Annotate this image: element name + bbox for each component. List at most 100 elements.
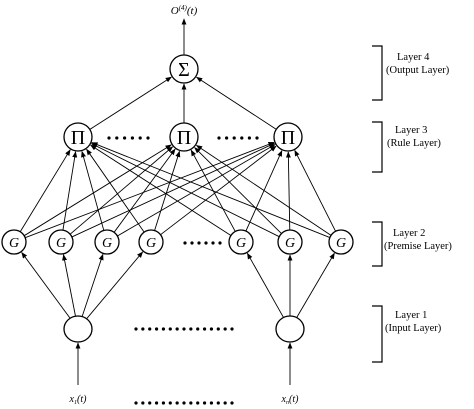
rule-ellipsis-dot bbox=[123, 136, 127, 140]
edge-premise-2-to-rule-1 bbox=[62, 151, 78, 231]
premise-node-7: G bbox=[328, 229, 354, 255]
edge-input-n-to-premise-7 bbox=[296, 252, 335, 319]
edge-premise-4-to-rule-1 bbox=[86, 148, 145, 233]
premise-ellipsis-dot bbox=[211, 241, 215, 245]
rule-ellipsis-dot bbox=[255, 136, 259, 140]
input-ellipsis-dot bbox=[196, 327, 200, 331]
signal-ellipsis-dot bbox=[134, 401, 138, 405]
svg-text:Layer 4: Layer 4 bbox=[397, 52, 430, 63]
product-symbol: Π bbox=[281, 127, 295, 149]
signal-ellipsis-dot bbox=[161, 401, 166, 405]
premise-node-4: G bbox=[138, 229, 164, 255]
input-label-first: x1(t) bbox=[69, 394, 88, 406]
edge-premise-7-to-rule-3 bbox=[294, 149, 336, 232]
input-ellipsis-dot bbox=[189, 327, 193, 331]
svg-text:G: G bbox=[56, 236, 66, 251]
svg-text:Layer 2: Layer 2 bbox=[393, 228, 425, 239]
rule-ellipsis-dot bbox=[247, 136, 251, 140]
rule-ellipsis-dot bbox=[225, 136, 229, 140]
svg-text:G: G bbox=[146, 236, 156, 251]
product-symbol: Π bbox=[71, 127, 85, 149]
svg-text:(Rule Layer): (Rule Layer) bbox=[387, 138, 441, 149]
svg-text:(Premise Layer): (Premise Layer) bbox=[384, 241, 452, 252]
edge-premise-2-to-rule-3 bbox=[71, 142, 275, 238]
input-node-n bbox=[275, 315, 305, 343]
rule-node-2: Π bbox=[169, 122, 199, 152]
edge-premise-2-to-rule-2 bbox=[69, 146, 174, 235]
signal-ellipsis-dot bbox=[141, 401, 145, 405]
premise-node-5: G bbox=[228, 229, 254, 255]
premise-ellipsis-dot bbox=[218, 241, 222, 245]
input-ellipsis-dot bbox=[148, 327, 152, 331]
rule-ellipsis-dot bbox=[217, 136, 221, 140]
svg-text:G: G bbox=[236, 236, 246, 251]
premise-ellipsis-dot bbox=[204, 241, 208, 245]
layer-3-annotation: Layer 3 (Rule Layer) bbox=[372, 121, 441, 173]
input-ellipsis-dot bbox=[182, 327, 186, 331]
input-ellipsis-dot bbox=[216, 327, 220, 331]
rule-node-3: Π bbox=[273, 122, 303, 152]
premise-node-6: G bbox=[277, 229, 303, 255]
output-label: O(4)(t) bbox=[171, 4, 198, 17]
edge-premise-3-to-rule-1 bbox=[81, 150, 105, 231]
svg-text:G: G bbox=[102, 236, 112, 251]
layer-2-annotation: Layer 2 (Premise Layer) bbox=[372, 221, 452, 267]
input-ellipsis-dot bbox=[230, 327, 234, 331]
input-ellipsis-dot bbox=[202, 327, 207, 331]
edge-premise-4-to-rule-3 bbox=[160, 145, 277, 236]
rule-node-1: Π bbox=[63, 122, 93, 152]
premise-node-3: G bbox=[94, 229, 120, 255]
network-edges bbox=[19, 18, 336, 385]
edge-rule-3-to-output bbox=[196, 76, 277, 130]
edge-premise-7-to-rule-1 bbox=[91, 142, 331, 238]
svg-text:Layer 1: Layer 1 bbox=[395, 310, 427, 321]
svg-text:G: G bbox=[336, 236, 346, 251]
signal-ellipsis-dot bbox=[230, 401, 234, 405]
edge-input-1-to-premise-3 bbox=[81, 253, 104, 317]
edge-input-1-to-premise-1 bbox=[21, 251, 71, 319]
input-node-1 bbox=[63, 315, 93, 343]
input-ellipsis-dot bbox=[161, 327, 166, 331]
output-node: Σ bbox=[169, 54, 199, 84]
signal-ellipsis-dot bbox=[209, 401, 214, 405]
edge-premise-3-to-rule-2 bbox=[113, 148, 176, 233]
edge-premise-5-to-rule-1 bbox=[90, 144, 232, 236]
input-ellipsis-dot bbox=[134, 327, 138, 331]
edge-input-n-to-premise-5 bbox=[246, 252, 285, 318]
input-ellipsis-dot bbox=[209, 327, 214, 331]
edge-premise-1-to-rule-3 bbox=[25, 141, 275, 239]
input-ellipsis-dot bbox=[175, 327, 179, 331]
premise-node-1: G bbox=[1, 229, 27, 255]
edge-premise-1-to-rule-2 bbox=[23, 144, 172, 237]
edge-rule-1-to-output bbox=[89, 76, 172, 130]
signal-ellipsis-dot bbox=[223, 401, 227, 405]
rule-ellipsis-dot bbox=[115, 136, 119, 140]
rule-ellipsis-dot bbox=[146, 136, 150, 140]
rule-ellipsis-dot bbox=[240, 136, 244, 140]
svg-text:G: G bbox=[9, 236, 19, 251]
rule-ellipsis-dot bbox=[138, 136, 142, 140]
premise-node-2: G bbox=[48, 229, 74, 255]
signal-ellipsis-dot bbox=[196, 401, 200, 405]
svg-text:(Output Layer): (Output Layer) bbox=[386, 65, 450, 76]
premise-ellipsis-dot bbox=[190, 241, 194, 245]
signal-ellipsis-dot bbox=[216, 401, 220, 405]
rule-ellipsis-dot bbox=[130, 136, 134, 140]
sum-symbol: Σ bbox=[178, 59, 190, 81]
edge-premise-6-to-rule-3 bbox=[285, 151, 291, 231]
premise-ellipsis-dot bbox=[197, 241, 201, 245]
product-symbol: Π bbox=[177, 127, 191, 149]
signal-ellipsis-dot bbox=[175, 401, 179, 405]
signal-ellipsis-dot bbox=[154, 401, 159, 405]
layer-1-annotation: Layer 1 (Input Layer) bbox=[372, 305, 442, 363]
signal-ellipsis-dot bbox=[182, 401, 186, 405]
rule-ellipsis-dot bbox=[107, 136, 111, 140]
layer-4-annotation: Layer 4 (Output Layer) bbox=[372, 45, 450, 101]
signal-ellipsis-dot bbox=[148, 401, 152, 405]
ellipsis-dots bbox=[107, 136, 259, 405]
edge-premise-4-to-rule-2 bbox=[154, 150, 181, 231]
edge-input-1-to-premise-4 bbox=[86, 251, 144, 320]
signal-ellipsis-dot bbox=[189, 401, 193, 405]
